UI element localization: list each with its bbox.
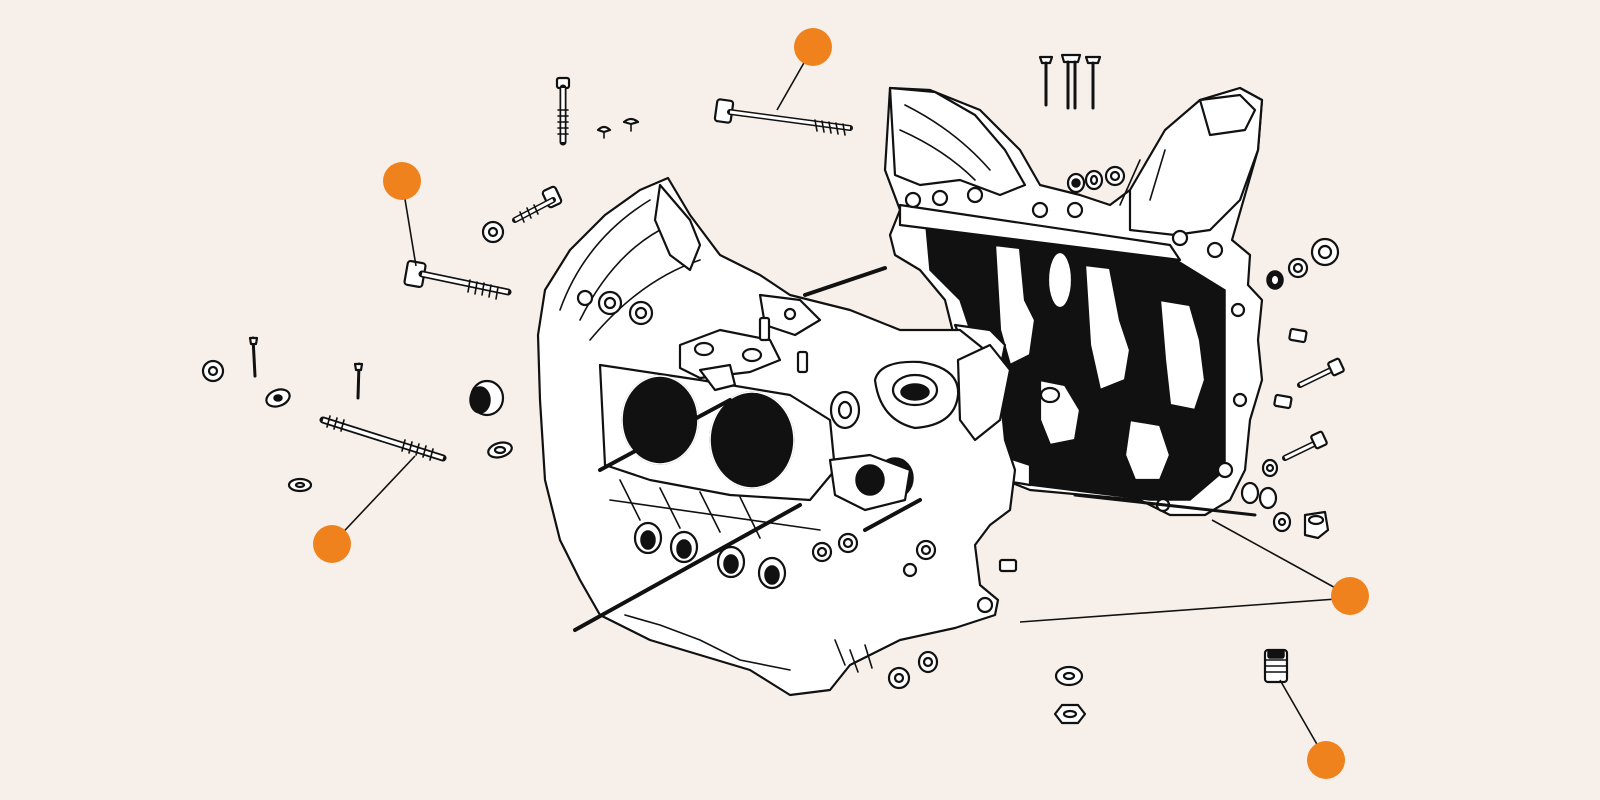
case-studs xyxy=(573,266,1257,632)
hotspot-case-seam-icon[interactable] xyxy=(1331,577,1369,615)
hotspot-drain-plug-icon[interactable] xyxy=(1307,741,1345,779)
vertical-bolt xyxy=(555,76,571,146)
short-bolt-left xyxy=(512,185,563,223)
long-bolt-upper-left xyxy=(403,259,512,300)
leader-case-seam-b xyxy=(1019,597,1351,623)
long-stud-left xyxy=(319,415,447,462)
right-side-hardware xyxy=(1240,237,1345,540)
hotspot-left-stud-icon[interactable] xyxy=(313,525,351,563)
left-case-half xyxy=(536,176,1018,697)
drain-plug-part xyxy=(1263,648,1289,684)
long-bolt-top xyxy=(713,98,853,136)
hotspot-upper-left-bolt-icon[interactable] xyxy=(383,162,421,200)
leader-case-seam-a xyxy=(1211,519,1351,597)
hotspot-top-bolt-icon[interactable] xyxy=(794,28,832,66)
top-right-pins xyxy=(1038,53,1102,110)
leader-left-stud xyxy=(331,455,416,545)
loose-hardware xyxy=(201,53,1345,725)
hotspots xyxy=(313,28,1369,779)
